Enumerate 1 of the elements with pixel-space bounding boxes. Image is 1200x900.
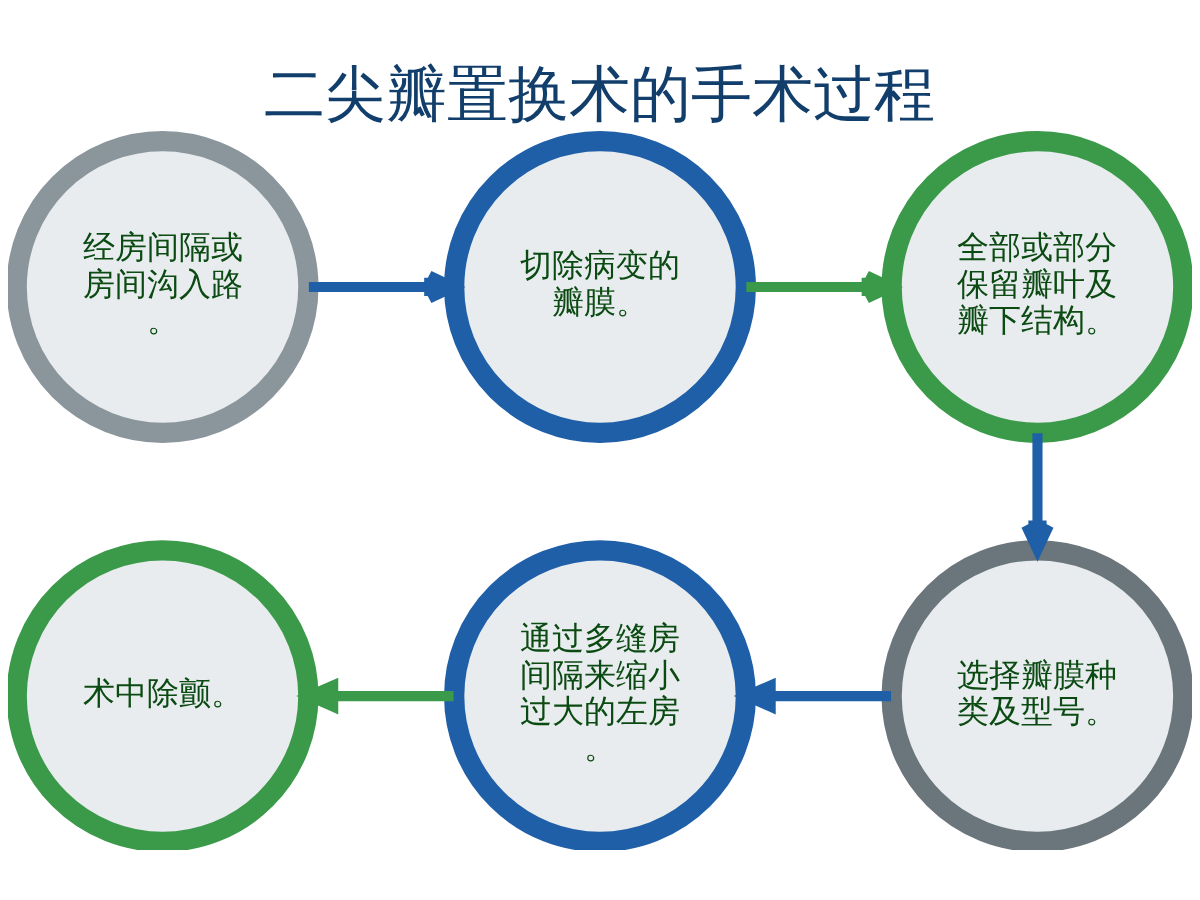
diagram-title: 二尖瓣置换术的手术过程 bbox=[264, 58, 936, 129]
